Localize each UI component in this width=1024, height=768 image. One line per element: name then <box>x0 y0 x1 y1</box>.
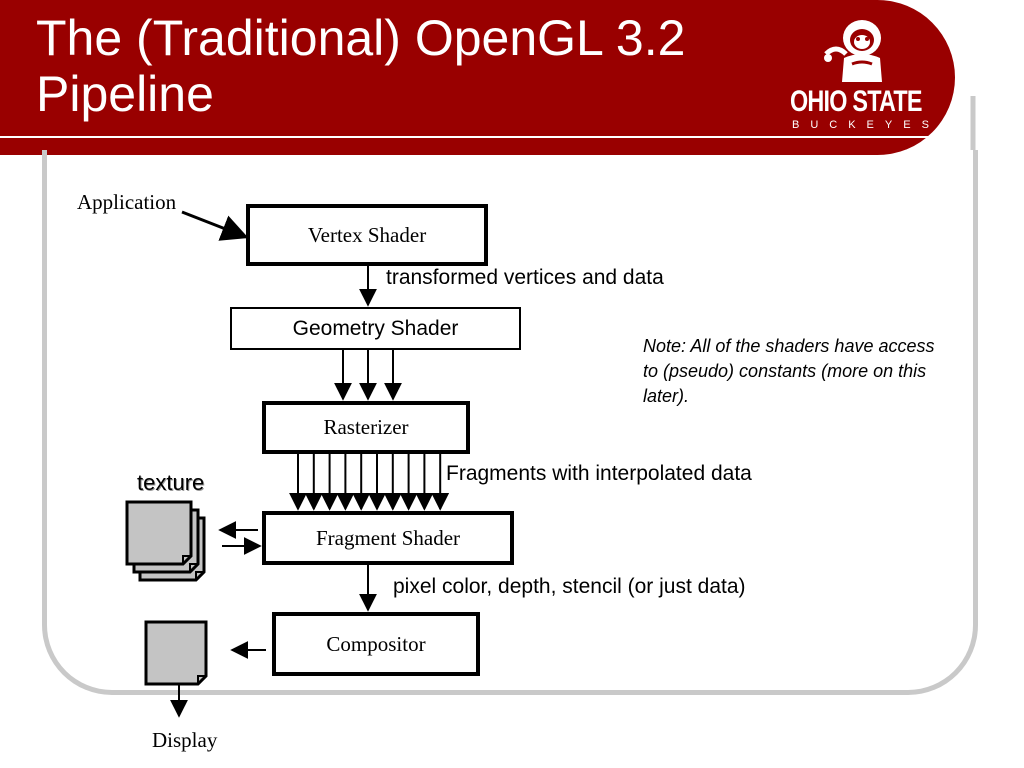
slide-title: The (Traditional) OpenGL 3.2 Pipeline <box>36 10 686 122</box>
page-icon <box>144 620 208 686</box>
brutus-buckeye-mascot-icon <box>824 20 882 82</box>
application-label: Application <box>77 190 177 214</box>
rasterizer-node: Rasterizer <box>262 401 470 454</box>
shader-constants-note: Note: All of the shaders have access to … <box>643 336 935 406</box>
display-label: Display <box>152 728 218 752</box>
title-bar <box>0 0 955 155</box>
rasterizer-to-fragment-arrows <box>289 454 450 511</box>
content-frame <box>42 150 978 695</box>
application-arrow <box>181 210 249 241</box>
buckeyes-tagline: BUCKEYES <box>792 119 940 131</box>
geometry-shader-node: Geometry Shader <box>230 307 521 350</box>
title-divider <box>0 136 955 138</box>
fragments-label: Fragments with interpolated data <box>446 462 752 485</box>
pixel-output-label: pixel color, depth, stencil (or just dat… <box>393 575 746 598</box>
compositor-node: Compositor <box>272 612 480 676</box>
geometry-to-rasterizer-arrows <box>334 350 402 401</box>
trademark-mark: TM <box>944 124 955 131</box>
transformed-vertices-label: transformed vertices and data <box>386 266 664 289</box>
texture-label: texture <box>137 470 205 495</box>
vertex-shader-node: Vertex Shader <box>246 204 488 266</box>
fragment-shader-node: Fragment Shader <box>262 511 514 565</box>
ohio-state-wordmark: OHIO STATE <box>790 85 923 118</box>
stacked-pages-icon <box>125 500 206 582</box>
